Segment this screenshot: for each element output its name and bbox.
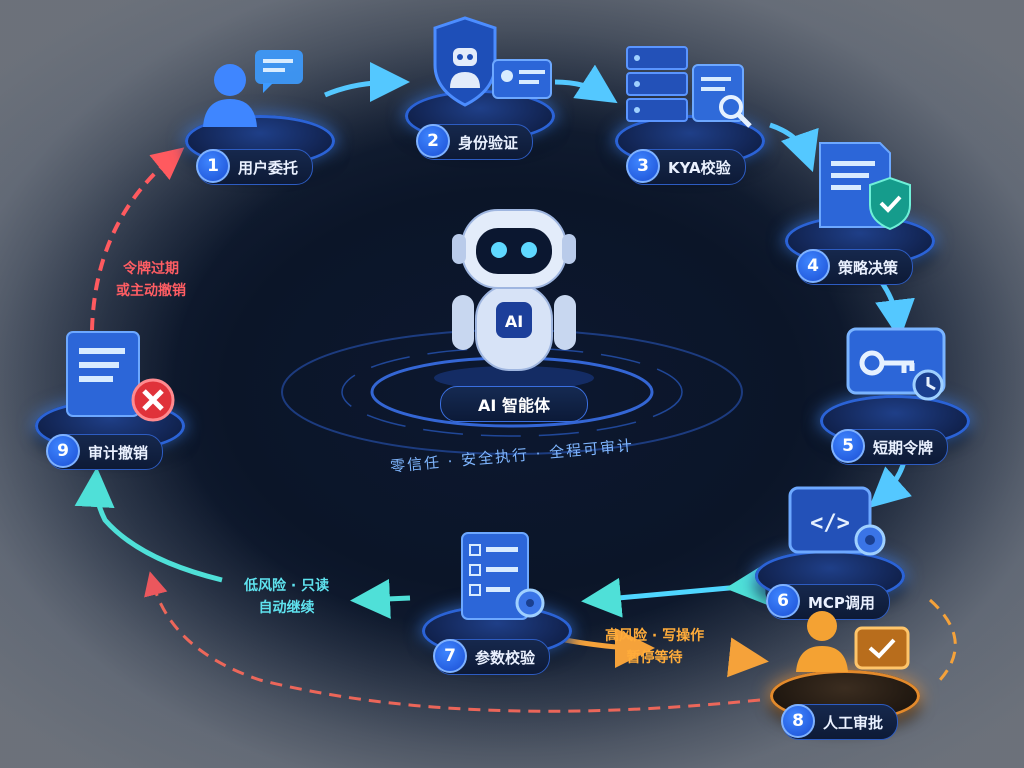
ai-chest-badge: AI: [505, 312, 523, 331]
low-risk-note-line-2: 自动继续: [258, 600, 315, 616]
document-revoke-icon: [66, 331, 175, 422]
step-3-number: 3: [626, 149, 660, 183]
revoke-note: 令牌过期 或主动撤销: [116, 258, 186, 302]
high-risk-note: 高风险 · 写操作 暂停等待: [605, 625, 704, 669]
step-4-number: 4: [796, 249, 830, 283]
ai-agent-label: AI 智能体: [440, 386, 588, 422]
user-approve-icon: [796, 611, 910, 672]
svg-text:</>: </>: [810, 511, 850, 536]
arrow-7-low: [350, 578, 411, 619]
arrow-high-8: [727, 637, 769, 678]
high-risk-note-line-1: 高风险 · 写操作: [605, 628, 705, 644]
server-search-icon: [626, 46, 752, 128]
high-risk-note-line-2: 暂停等待: [626, 650, 683, 666]
policy-document-shield-icon: [819, 142, 911, 231]
arrow-6-7: [581, 564, 767, 618]
step-5-number: 5: [831, 429, 865, 463]
step-6-number: 6: [766, 584, 800, 618]
user-chat-icon: [203, 50, 303, 127]
arrow-1-2: [324, 62, 410, 103]
arrow-9-1-revoke: [90, 147, 185, 331]
ai-agent-robot: AI: [404, 190, 624, 390]
arrow-3-4: [769, 122, 819, 173]
revoke-note-line-1: 令牌过期: [123, 261, 179, 277]
step-9-number: 9: [46, 434, 80, 468]
code-gear-icon: </>: [788, 486, 886, 556]
shield-id-card-icon: [433, 16, 552, 107]
step-1-number: 1: [196, 149, 230, 183]
revoke-note-line-2: 或主动撤销: [116, 283, 186, 299]
step-2-number: 2: [416, 124, 450, 158]
step-7-number: 7: [433, 639, 467, 673]
checklist-gear-icon: [461, 532, 545, 620]
step-8-number: 8: [781, 704, 815, 738]
arrow-6-8-dashed: [929, 598, 957, 681]
arrow-2-3: [554, 64, 618, 104]
low-risk-note: 低风险 · 只读 自动继续: [244, 575, 329, 619]
key-clock-icon: [846, 327, 946, 401]
low-risk-note-line-1: 低风险 · 只读: [244, 578, 330, 594]
arrow-low-9: [74, 467, 223, 583]
arrow-8-9-dashed: [144, 571, 761, 713]
arrow-7-8: [564, 627, 655, 668]
